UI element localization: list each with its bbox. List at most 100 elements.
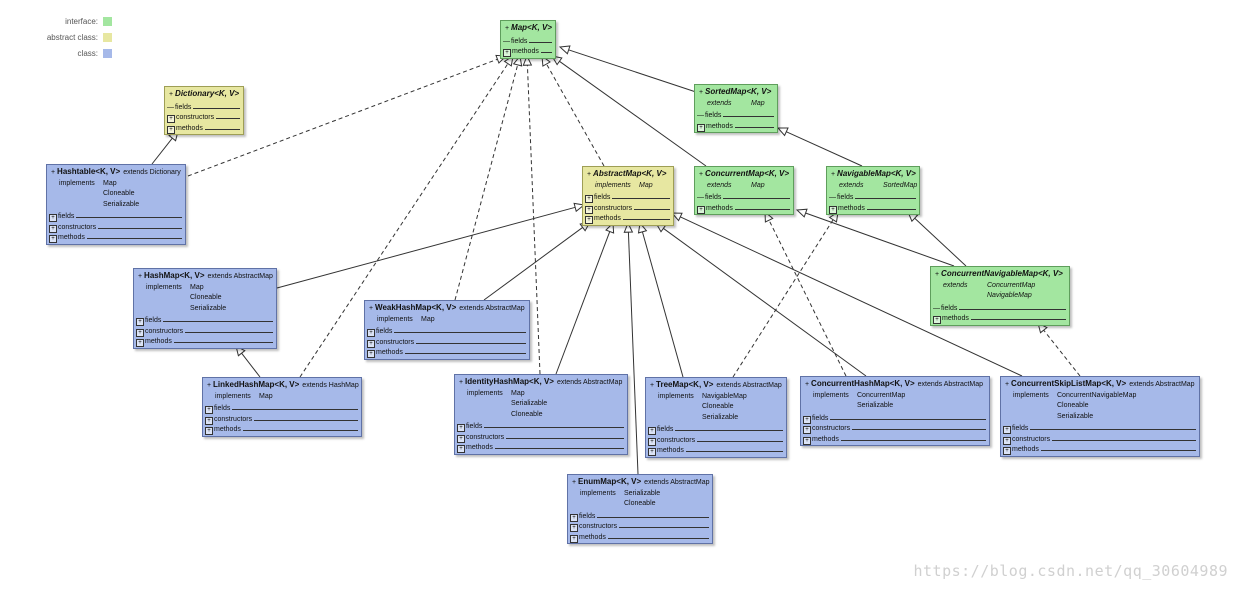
section-fields[interactable]: +fields (568, 512, 712, 523)
section-fields[interactable]: +fields (365, 327, 529, 338)
expand-icon[interactable]: + (585, 216, 593, 224)
class-box-map[interactable]: + Map<K, V>—fields+methods (500, 20, 556, 59)
section-methods[interactable]: +methods (165, 124, 243, 135)
expand-icon[interactable]: + (49, 235, 57, 243)
section-methods[interactable]: +methods (365, 348, 529, 359)
expand-icon[interactable]: + (1003, 436, 1011, 445)
class-box-dictionary[interactable]: + Dictionary<K, V>—fields+constructors+m… (164, 86, 244, 135)
section-constructors[interactable]: +constructors (568, 522, 712, 533)
section-fields[interactable]: —fields (931, 304, 1069, 315)
expand-icon[interactable]: + (803, 415, 811, 424)
expand-icon[interactable]: + (205, 416, 213, 425)
expand-icon[interactable]: + (648, 427, 656, 435)
section-fields[interactable]: +fields (583, 193, 673, 204)
expand-icon[interactable]: + (49, 214, 57, 222)
section-fields[interactable]: +fields (801, 414, 989, 425)
section-fields[interactable]: +fields (646, 425, 786, 436)
expand-icon[interactable]: + (803, 426, 811, 434)
section-methods[interactable]: +methods (695, 204, 793, 215)
section-fields[interactable]: —fields (827, 193, 919, 204)
expand-icon[interactable]: + (570, 524, 578, 532)
section-label: constructors (657, 436, 696, 444)
section-methods[interactable]: +methods (47, 233, 185, 244)
expand-icon[interactable]: + (1003, 447, 1011, 455)
expand-icon[interactable]: + (136, 328, 144, 337)
section-constructors[interactable]: +constructors (1001, 435, 1199, 446)
section-constructors[interactable]: +constructors (47, 223, 185, 234)
expand-icon[interactable]: + (367, 339, 375, 348)
expand-icon[interactable]: + (205, 427, 213, 435)
class-box-concurrenthashmap[interactable]: + ConcurrentHashMap<K, V>extends Abstrac… (800, 376, 990, 446)
section-fields[interactable]: +fields (134, 316, 276, 327)
section-fields[interactable]: —fields (695, 193, 793, 204)
expand-icon[interactable]: + (648, 437, 656, 446)
section-constructors[interactable]: +constructors (365, 338, 529, 349)
section-methods[interactable]: +methods (827, 204, 919, 215)
expand-icon[interactable]: + (167, 125, 175, 134)
section-constructors[interactable]: +constructors (455, 433, 627, 444)
expand-icon[interactable]: + (167, 115, 175, 123)
expand-icon[interactable]: + (1003, 426, 1011, 434)
expand-icon[interactable]: + (205, 406, 213, 414)
section-fields[interactable]: +fields (203, 404, 361, 415)
edge-hashtable-to-dictionary (151, 137, 173, 165)
section-methods[interactable]: +methods (583, 214, 673, 225)
expand-icon[interactable]: + (829, 205, 837, 214)
expand-icon[interactable]: + (367, 350, 375, 358)
class-extends: extends AbstractMap (207, 273, 273, 280)
expand-icon[interactable]: + (136, 339, 144, 347)
expand-icon[interactable]: + (697, 123, 705, 132)
class-box-identityhashmap[interactable]: + IdentityHashMap<K, V>extends AbstractM… (454, 374, 628, 455)
expand-icon[interactable]: + (570, 513, 578, 522)
expand-icon[interactable]: + (136, 318, 144, 326)
section-methods[interactable]: +methods (203, 425, 361, 436)
section-constructors[interactable]: +constructors (583, 204, 673, 215)
section-methods[interactable]: +methods (568, 533, 712, 544)
section-fields[interactable]: +fields (1001, 424, 1199, 435)
expand-icon[interactable]: + (367, 329, 375, 337)
section-constructors[interactable]: +constructors (165, 113, 243, 124)
expand-icon[interactable]: + (457, 424, 465, 432)
section-fields[interactable]: —fields (695, 111, 777, 122)
section-fields[interactable]: +fields (47, 212, 185, 223)
expand-icon[interactable]: + (585, 205, 593, 214)
section-label: constructors (58, 223, 97, 231)
section-methods[interactable]: +methods (931, 314, 1069, 325)
class-box-concurrentskiplistmap[interactable]: + ConcurrentSkipListMap<K, V>extends Abs… (1000, 376, 1200, 457)
expand-icon[interactable]: + (457, 445, 465, 453)
section-constructors[interactable]: +constructors (646, 436, 786, 447)
expand-icon[interactable]: + (648, 448, 656, 456)
expand-icon[interactable]: + (570, 534, 578, 543)
section-constructors[interactable]: +constructors (134, 327, 276, 338)
expand-icon[interactable]: + (457, 434, 465, 443)
section-constructors[interactable]: +constructors (203, 415, 361, 426)
section-fields[interactable]: —fields (501, 37, 555, 48)
section-constructors[interactable]: +constructors (801, 424, 989, 435)
section-fields[interactable]: —fields (165, 103, 243, 114)
expand-icon[interactable]: + (803, 436, 811, 445)
section-methods[interactable]: +methods (501, 47, 555, 58)
expand-icon[interactable]: + (585, 195, 593, 203)
section-methods[interactable]: +methods (134, 337, 276, 348)
section-methods[interactable]: +methods (455, 443, 627, 454)
section-fields[interactable]: +fields (455, 422, 627, 433)
section-methods[interactable]: +methods (646, 446, 786, 457)
expand-icon[interactable]: + (697, 205, 705, 214)
section-methods[interactable]: +methods (695, 122, 777, 133)
expand-icon[interactable]: + (933, 316, 941, 324)
expand-icon[interactable]: + (49, 224, 57, 233)
expand-icon[interactable]: + (503, 49, 511, 57)
section-methods[interactable]: +methods (1001, 445, 1199, 456)
section-methods[interactable]: +methods (801, 435, 989, 446)
